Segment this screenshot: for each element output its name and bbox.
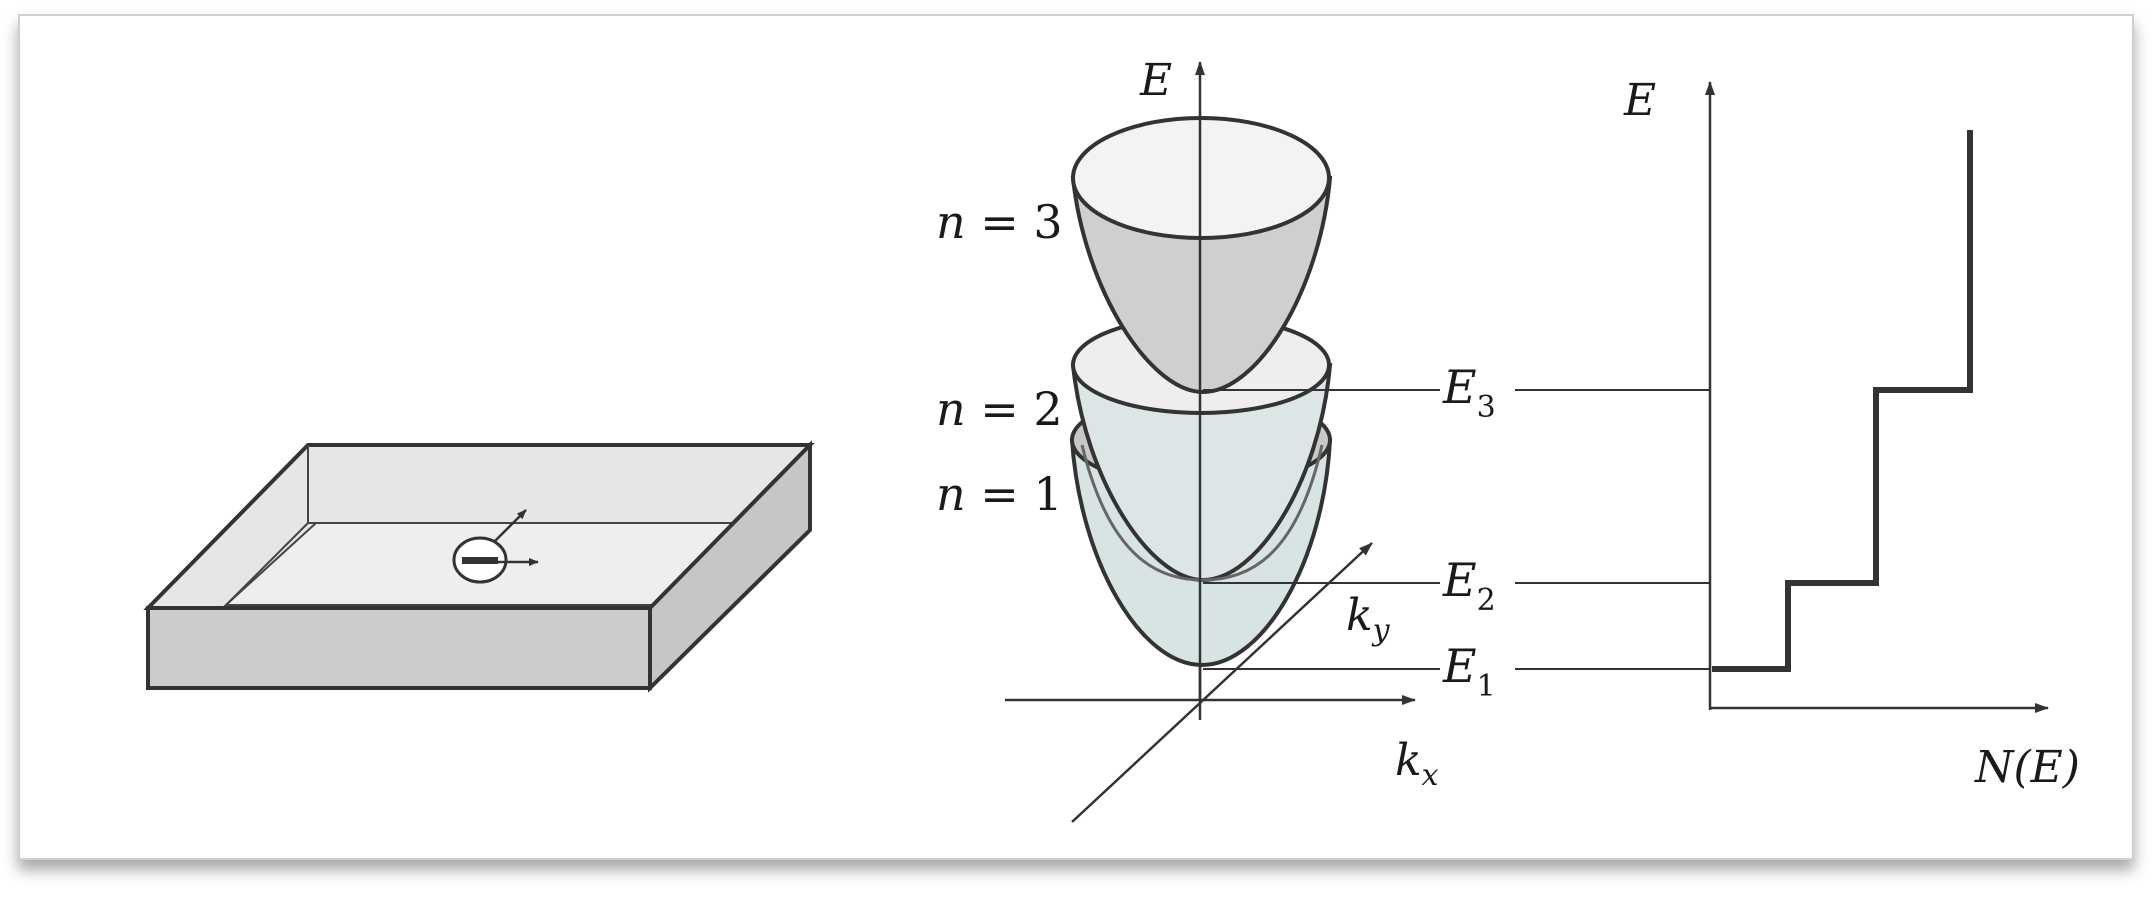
e3-label: E3	[1442, 360, 1496, 425]
e2-label: E2	[1442, 553, 1496, 618]
quantum-well-box	[143, 440, 815, 693]
dos-n-axis-label: N(E)	[1974, 742, 2080, 793]
dos-staircase	[1712, 130, 1973, 672]
n1-label: n = 1	[936, 467, 1063, 521]
well-right-face	[648, 440, 812, 693]
dispersion-diagram: E kx ky	[936, 55, 1710, 823]
well-front-face	[146, 606, 652, 690]
n2-label: n = 2	[936, 382, 1063, 436]
density-of-states-plot: E N(E)	[1623, 75, 2080, 793]
ky-axis-label: ky	[1346, 590, 1391, 648]
e-axis-label: E	[1139, 55, 1172, 106]
e1-label: E1	[1442, 639, 1496, 704]
ky-axis	[1071, 542, 1373, 823]
electron-arrow-up-icon	[493, 509, 527, 543]
n3-label: n = 3	[936, 195, 1063, 249]
electron-minus-icon	[462, 557, 498, 564]
dos-e-axis-label: E	[1623, 75, 1656, 126]
kx-axis-label: kx	[1395, 735, 1439, 793]
